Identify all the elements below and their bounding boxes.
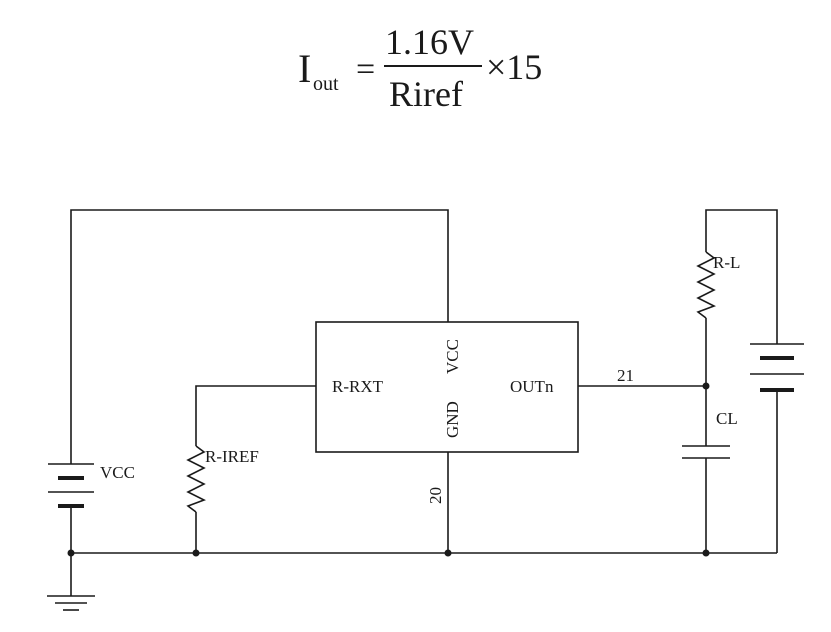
junction-dot (702, 549, 710, 557)
label-chip-vcc: VCC (443, 339, 462, 374)
formula-lhs-main: I (298, 46, 311, 91)
current-formula: I out = 1.16V Riref ×15 (298, 22, 542, 114)
wire-right-top (705, 209, 778, 344)
label-outn: OUTn (510, 377, 554, 396)
battery-right-symbol (750, 343, 804, 392)
ground-symbol (47, 595, 95, 611)
label-r-iref: R-IREF (205, 447, 259, 466)
label-r-l: R-L (713, 253, 740, 272)
driver-ic-box (315, 321, 579, 453)
resistor-riref-symbol (186, 445, 206, 513)
wire-vcc-top (70, 209, 449, 464)
label-chip-gnd: GND (443, 401, 462, 438)
label-r-rxt: R-RXT (332, 377, 384, 396)
label-battery-vcc: VCC (100, 463, 135, 482)
formula-lhs-subscript: out (313, 73, 339, 95)
label-pin-20: 20 (426, 487, 445, 504)
junction-dots (67, 382, 710, 557)
junction-dot (444, 549, 452, 557)
label-pin-21: 21 (617, 366, 634, 385)
label-cl: CL (716, 409, 738, 428)
junction-dot (192, 549, 200, 557)
formula-numerator: 1.16V (385, 22, 474, 62)
formula-multiplier: ×15 (486, 47, 542, 87)
junction-dot (702, 382, 710, 390)
formula-equals: = (356, 51, 375, 88)
capacitor-cl-symbol (682, 445, 730, 459)
wire-rrxt (195, 385, 316, 446)
wires (70, 209, 778, 596)
battery-vcc-symbol (48, 463, 94, 508)
junction-dot (67, 549, 75, 557)
formula-denominator: Riref (389, 74, 463, 114)
resistor-rl-symbol (696, 251, 716, 319)
